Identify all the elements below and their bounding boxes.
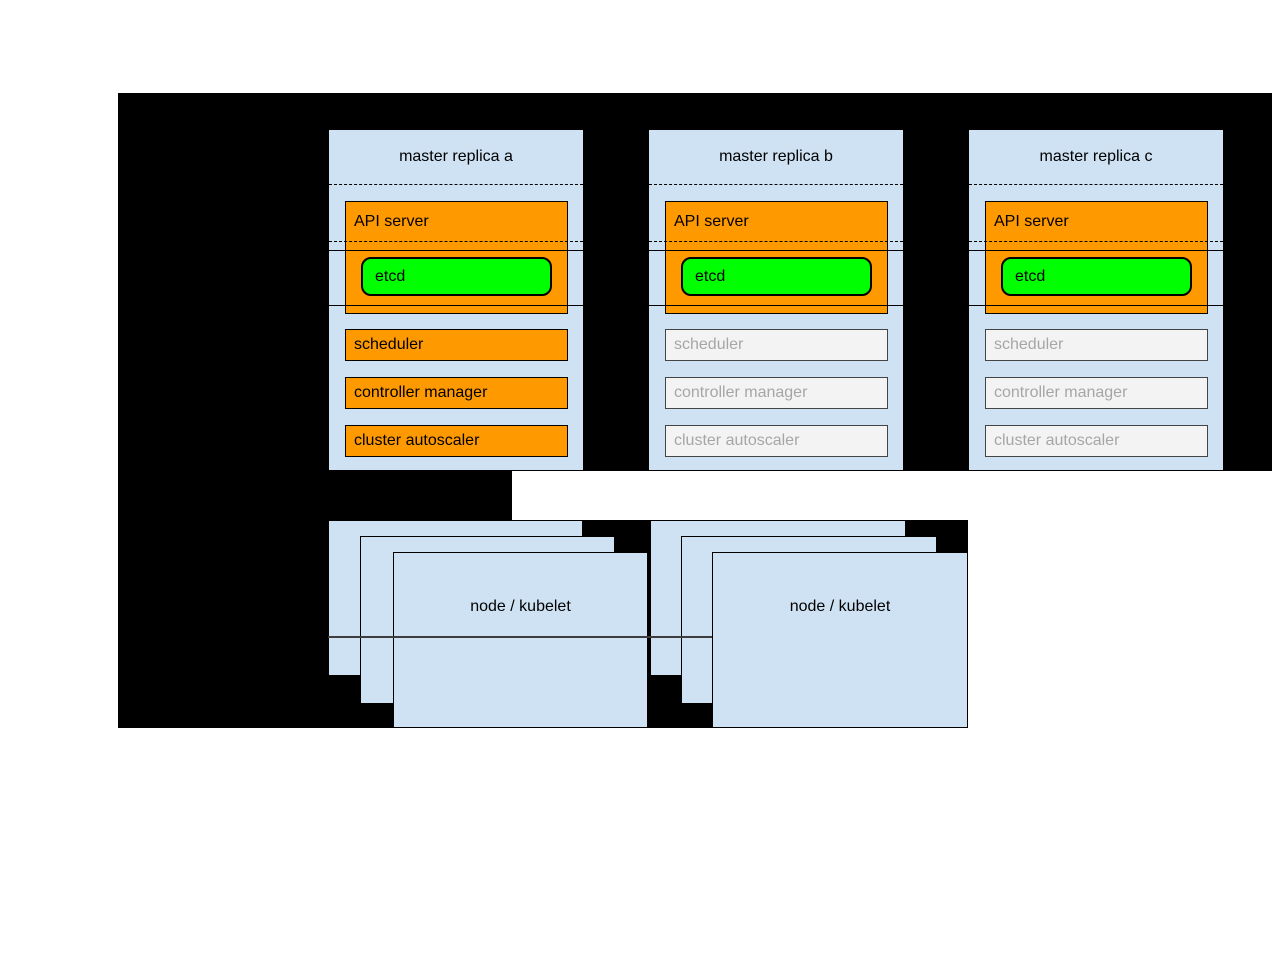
controller-manager-label: controller manager [354, 384, 488, 401]
tier-divider-solid-lower [329, 305, 583, 306]
tier-divider-dashed-top [969, 184, 1223, 185]
tier-divider-solid-lower [969, 305, 1223, 306]
node-kubelet-label: node / kubelet [470, 598, 571, 615]
master-replica-c-box: master replica c API server etcd schedul… [968, 129, 1224, 471]
etcd-box: etcd [1001, 257, 1192, 296]
etcd-label: etcd [375, 267, 406, 285]
etcd-box: etcd [361, 257, 552, 296]
etcd-box: etcd [681, 257, 872, 296]
tier-divider-dashed-mid [969, 241, 1223, 242]
etcd-label: etcd [695, 267, 726, 285]
api-server-label: API server [994, 213, 1069, 230]
scheduler-label: scheduler [994, 336, 1064, 353]
master-replica-b-box: master replica b API server etcd schedul… [648, 129, 904, 471]
master-replica-a-box: master replica a API server etcd schedul… [328, 129, 584, 471]
api-server-label: API server [354, 213, 429, 230]
scheduler-box: scheduler [345, 329, 568, 361]
controller-manager-box: controller manager [345, 377, 568, 409]
node-stack-1-front-box: node / kubelet [393, 552, 648, 728]
tier-divider-solid-upper [969, 250, 1223, 251]
scheduler-label: scheduler [674, 336, 744, 353]
cluster-autoscaler-label: cluster autoscaler [994, 432, 1120, 449]
controller-manager-label: controller manager [674, 384, 808, 401]
cluster-autoscaler-box: cluster autoscaler [665, 425, 888, 457]
api-server-box: API server etcd [345, 201, 568, 314]
scheduler-box: scheduler [665, 329, 888, 361]
node-stack-2-front-box: node / kubelet [712, 552, 968, 728]
tier-divider-solid-lower [649, 305, 903, 306]
cluster-autoscaler-label: cluster autoscaler [354, 432, 480, 449]
tier-divider-solid-upper [649, 250, 903, 251]
controller-manager-box: controller manager [665, 377, 888, 409]
tier-divider-dashed-mid [329, 241, 583, 242]
cluster-autoscaler-box: cluster autoscaler [345, 425, 568, 457]
controller-manager-box: controller manager [985, 377, 1208, 409]
master-title: master replica c [1039, 148, 1153, 165]
api-server-label: API server [674, 213, 749, 230]
node-area-divider-line [328, 636, 712, 638]
master-title: master replica a [399, 148, 513, 165]
cluster-autoscaler-box: cluster autoscaler [985, 425, 1208, 457]
cluster-autoscaler-label: cluster autoscaler [674, 432, 800, 449]
controller-manager-label: controller manager [994, 384, 1128, 401]
tier-divider-dashed-mid [649, 241, 903, 242]
node-kubelet-label: node / kubelet [789, 598, 891, 615]
api-server-box: API server etcd [985, 201, 1208, 314]
api-server-box: API server etcd [665, 201, 888, 314]
scheduler-box: scheduler [985, 329, 1208, 361]
scheduler-label: scheduler [354, 336, 424, 353]
tier-divider-solid-upper [329, 250, 583, 251]
etcd-label: etcd [1015, 267, 1046, 285]
tier-divider-dashed-top [329, 184, 583, 185]
tier-divider-dashed-top [649, 184, 903, 185]
master-title: master replica b [719, 148, 833, 165]
